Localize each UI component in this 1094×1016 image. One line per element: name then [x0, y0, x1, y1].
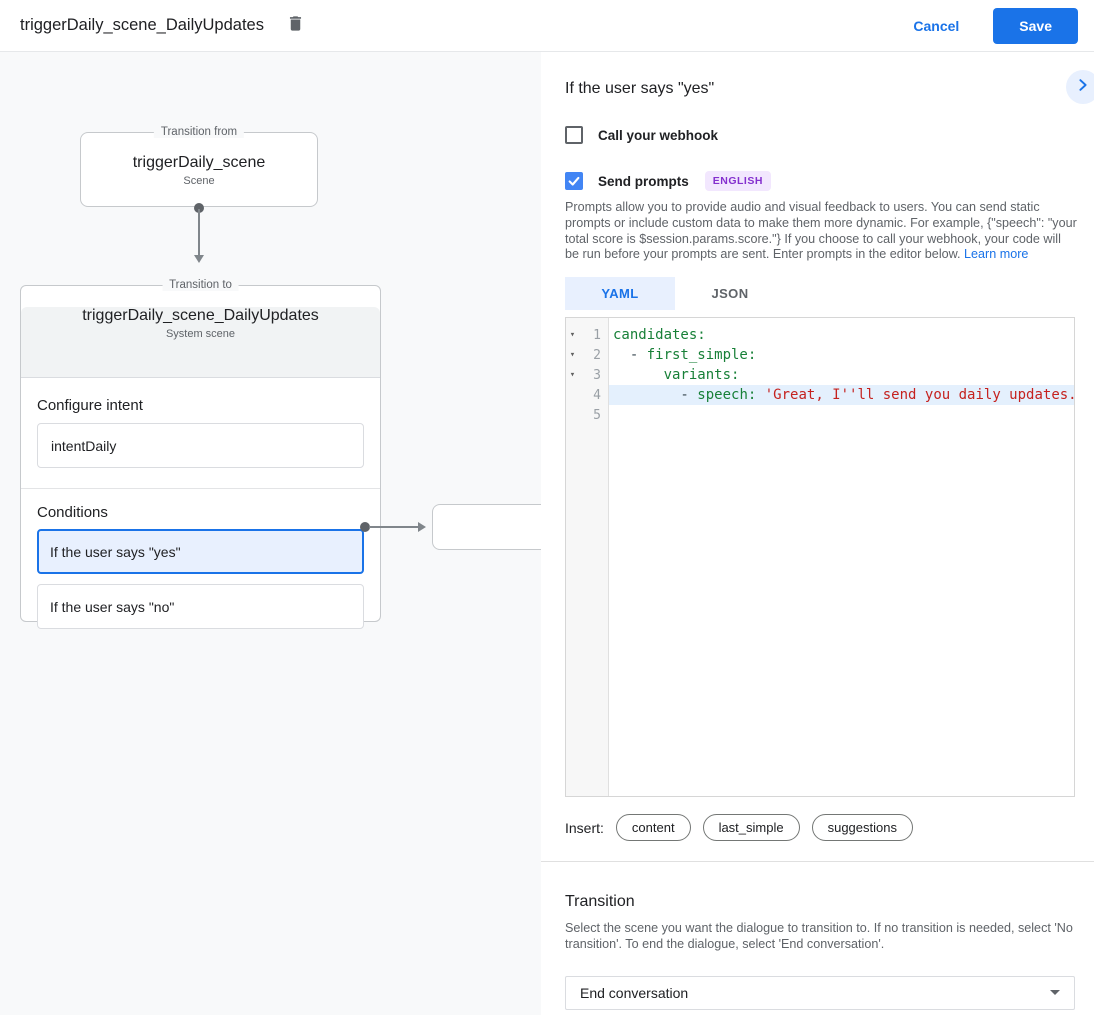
code-token-plain: [613, 367, 664, 383]
connector-dot-top: [194, 203, 204, 213]
cancel-button[interactable]: Cancel: [913, 17, 960, 34]
checkmark-icon: [567, 174, 581, 188]
delete-button[interactable]: [286, 14, 305, 38]
line-number: 1: [593, 327, 601, 343]
webhook-label: Call your webhook: [598, 127, 719, 143]
transition-from-node[interactable]: Transition from triggerDaily_scene Scene: [80, 126, 318, 207]
transition-select-value: End conversation: [580, 984, 689, 1001]
line-number: 3: [593, 367, 601, 383]
chevron-right-icon: [1076, 78, 1090, 97]
panel-divider: [541, 861, 1094, 863]
send-prompts-label: Send prompts: [598, 173, 689, 189]
editor-code[interactable]: candidates: - first_simple: variants: - …: [609, 318, 1074, 796]
save-button[interactable]: Save: [993, 7, 1078, 44]
line-number: 2: [593, 347, 601, 363]
code-token-key: first_simple:: [646, 347, 757, 364]
tab-json[interactable]: JSON: [711, 286, 749, 302]
send-prompts-row: Send prompts ENGLISH: [565, 171, 1078, 191]
transition-to-node[interactable]: Transition to triggerDaily_scene_DailyUp…: [20, 279, 381, 629]
code-token-plain: -: [613, 387, 698, 404]
tab-yaml[interactable]: YAML: [565, 277, 675, 311]
collapse-panel-button[interactable]: [1066, 70, 1094, 104]
scene-card-header: triggerDaily_scene_DailyUpdates System s…: [21, 307, 380, 378]
scene-flow-canvas: Transition from triggerDaily_scene Scene…: [0, 52, 541, 1015]
conditions-label: Conditions: [37, 504, 108, 521]
transition-description: Select the scene you want the dialogue t…: [565, 921, 1073, 951]
fold-arrow-icon[interactable]: ▾: [569, 350, 576, 361]
scene-card-body: Configure intent intentDaily Conditions …: [21, 378, 380, 629]
insert-label: Insert:: [565, 819, 604, 836]
code-line[interactable]: candidates:: [609, 325, 1074, 345]
connector-line-vertical: [198, 209, 200, 256]
code-token-plain: -: [613, 347, 647, 364]
arrowhead-down-icon: [194, 255, 204, 263]
send-prompts-checkbox[interactable]: [565, 172, 583, 190]
transition-select[interactable]: End conversation: [565, 975, 1075, 1010]
line-number: 5: [593, 407, 601, 423]
transition-to-legend: Transition to: [162, 279, 239, 291]
condition-label: If the user says "yes": [50, 543, 181, 560]
gutter-row: 5: [566, 405, 608, 425]
card-divider: [21, 488, 380, 489]
to-node-subtitle: System scene: [165, 328, 236, 340]
dropdown-caret-icon: [1050, 990, 1060, 996]
condition-detail-panel: If the user says "yes" Call your webhook…: [541, 52, 1094, 1015]
line-number: 4: [593, 387, 601, 403]
configure-intent-label: Configure intent: [37, 397, 143, 414]
next-scene-stub-node[interactable]: [432, 504, 541, 550]
code-line[interactable]: - speech: 'Great, I''ll send you daily u…: [609, 385, 1074, 406]
code-line[interactable]: - first_simple:: [609, 345, 1074, 365]
condition-item-no[interactable]: If the user says "no": [37, 584, 364, 629]
code-token-key: variants:: [663, 367, 740, 384]
editor-format-tabs: YAML JSON: [565, 277, 1078, 311]
code-token-key: candidates:: [613, 327, 706, 344]
gutter-row: ▾1: [566, 325, 608, 345]
condition-item-yes[interactable]: If the user says "yes": [37, 529, 364, 574]
language-badge: ENGLISH: [704, 171, 771, 191]
condition-label: If the user says "no": [50, 598, 175, 615]
to-node-title: triggerDaily_scene_DailyUpdates: [82, 307, 319, 324]
top-bar: triggerDaily_scene_DailyUpdates Cancel S…: [0, 0, 1094, 52]
gutter-row: ▾3: [566, 365, 608, 385]
from-node-title: triggerDaily_scene: [132, 154, 266, 171]
connector-dot-right: [360, 522, 370, 532]
code-token-plain: [756, 387, 764, 403]
code-token-string: 'Great, I''ll send you daily updates.: [764, 387, 1074, 404]
intent-name: intentDaily: [51, 437, 117, 454]
gutter-row: 4: [566, 385, 608, 405]
transition-from-legend: Transition from: [153, 126, 245, 138]
condition-title: If the user says "yes": [565, 80, 715, 97]
trash-icon: [286, 14, 305, 38]
transition-section-title: Transition: [565, 893, 635, 911]
code-line[interactable]: variants:: [609, 365, 1074, 385]
prompts-description: Prompts allow you to provide audio and v…: [565, 200, 1078, 263]
from-node-subtitle: Scene: [183, 175, 215, 187]
insert-chip-content[interactable]: content: [615, 814, 691, 842]
insert-chip-last-simple[interactable]: last_simple: [702, 814, 800, 842]
gutter-row: ▾2: [566, 345, 608, 365]
arrowhead-right-icon: [418, 522, 426, 532]
fold-arrow-icon[interactable]: ▾: [569, 330, 576, 341]
insert-row: Insert: content last_simple suggestions: [565, 814, 1078, 842]
code-token-key: speech:: [697, 387, 757, 404]
connector-line-horizontal: [369, 526, 418, 528]
code-line[interactable]: [609, 405, 1074, 425]
insert-chip-suggestions[interactable]: suggestions: [811, 814, 913, 842]
webhook-row: Call your webhook: [565, 126, 1078, 144]
page-title: triggerDaily_scene_DailyUpdates: [20, 16, 264, 34]
prompts-description-text: Prompts allow you to provide audio and v…: [565, 200, 1077, 262]
learn-more-link[interactable]: Learn more: [964, 247, 1029, 262]
intent-item[interactable]: intentDaily: [37, 423, 364, 468]
fold-arrow-icon[interactable]: ▾: [569, 370, 576, 381]
webhook-checkbox[interactable]: [565, 126, 583, 144]
